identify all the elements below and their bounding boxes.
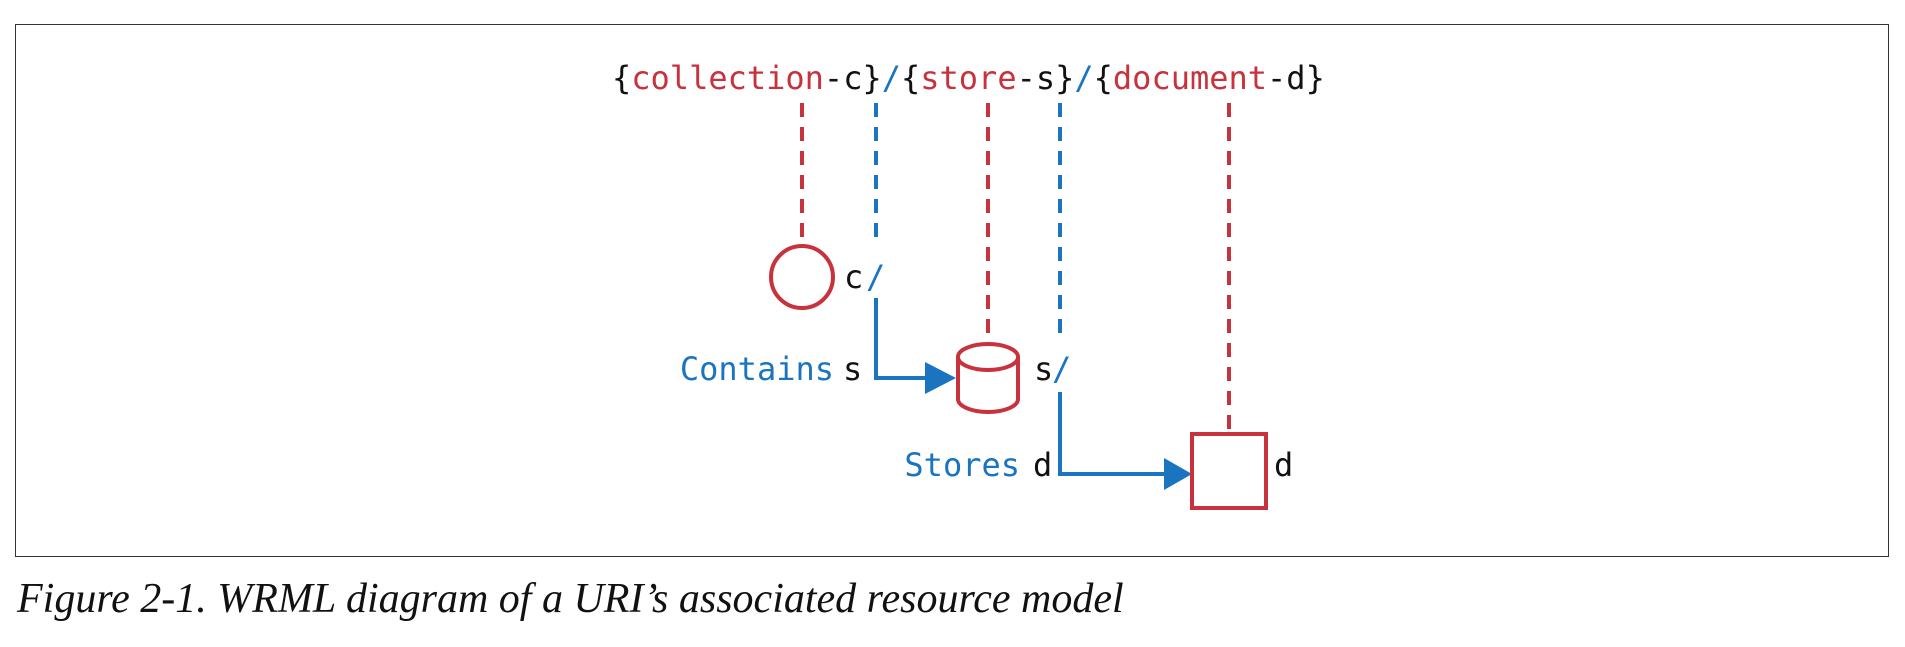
uri-segment-name: collection	[631, 59, 824, 97]
document-node-label: d	[1274, 446, 1293, 484]
contains-link-label: Contains	[680, 350, 834, 388]
stores-arrowhead-icon	[1164, 458, 1192, 490]
uri-brace: {	[901, 59, 920, 97]
collection-node-icon	[769, 244, 835, 310]
stores-link-label: Stores	[904, 446, 1020, 484]
uri-slash: /	[882, 59, 901, 97]
diagram-frame	[15, 24, 1889, 557]
uri-segment-var: -d	[1267, 59, 1306, 97]
figure-caption: Figure 2-1. WRML diagram of a URI’s asso…	[17, 576, 1124, 622]
stores-link-line	[1058, 392, 1170, 476]
collection-node-label: c	[844, 258, 863, 296]
stores-link-var: d	[1033, 446, 1052, 484]
store-node-icon	[956, 342, 1020, 414]
uri-segment-var: -s	[1017, 59, 1056, 97]
store-node-label: s	[1034, 350, 1053, 388]
uri-segment-name: store	[920, 59, 1016, 97]
uri-segment-name: document	[1113, 59, 1267, 97]
store-node-slash: /	[1052, 350, 1071, 388]
uri-template: {collection-c}/{store-s}/{document-d}	[612, 59, 1325, 97]
contains-link-var: s	[843, 350, 862, 388]
contains-link-line	[874, 298, 930, 380]
uri-brace: }	[862, 59, 881, 97]
uri-brace: }	[1306, 59, 1325, 97]
uri-brace: }	[1055, 59, 1074, 97]
document-node-icon	[1190, 432, 1268, 510]
uri-brace: {	[1094, 59, 1113, 97]
uri-slash: /	[1074, 59, 1093, 97]
uri-brace: {	[612, 59, 631, 97]
uri-segment-var: -c	[824, 59, 863, 97]
contains-arrowhead-icon	[925, 362, 956, 394]
collection-node-slash: /	[866, 258, 885, 296]
